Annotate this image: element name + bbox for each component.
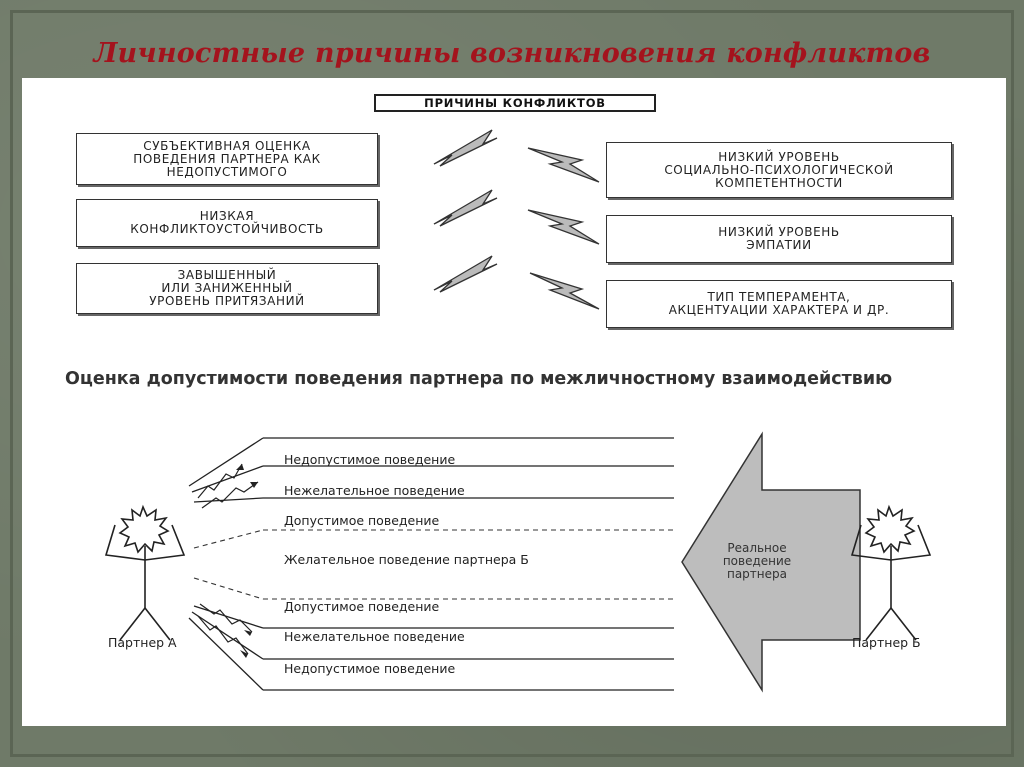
lightning-connector-left-1	[434, 130, 497, 166]
lightning-connector-left-2	[434, 190, 497, 226]
level-desirable: Желательное поведение партнера Б	[284, 552, 529, 567]
level-undesirable-bottom: Нежелательное поведение	[284, 629, 465, 644]
real-behavior-label: Реальное поведение партнера	[714, 542, 800, 581]
arrowhead-icon	[236, 464, 244, 470]
arrowhead-icon	[240, 650, 248, 658]
content-panel: ПРИЧИНЫ КОНФЛИКТОВ СУБЪЕКТИВНАЯ ОЦЕНКА П…	[22, 78, 1006, 726]
acceptable-boundary-line	[194, 578, 263, 599]
lightning-connector-right-3	[530, 273, 599, 309]
lightning-connector-right-1	[528, 148, 599, 182]
partner-b-label: Партнер Б	[852, 635, 921, 650]
assessment-title: Оценка допустимости поведения партнера п…	[65, 369, 925, 389]
partner-b-figure	[852, 507, 930, 640]
level-line	[194, 498, 263, 502]
level-acceptable-top: Допустимое поведение	[284, 513, 439, 528]
partner-a-head-icon	[120, 507, 168, 552]
lightning-connector-right-2	[528, 210, 599, 244]
lightning-connector-left-3	[434, 256, 497, 292]
level-line	[194, 606, 263, 628]
level-unacceptable-bottom: Недопустимое поведение	[284, 661, 455, 676]
partner-a-label: Партнер А	[108, 635, 177, 650]
conflict-arrow-icon	[198, 464, 242, 498]
level-acceptable-bottom: Допустимое поведение	[284, 599, 439, 614]
level-undesirable-top: Нежелательное поведение	[284, 483, 465, 498]
partner-b-head-icon	[866, 507, 914, 552]
level-line-bottom	[189, 618, 263, 690]
diagram-graphics	[22, 78, 1006, 726]
level-line	[192, 466, 263, 492]
partner-a-figure	[106, 507, 184, 640]
acceptable-boundary-line	[194, 530, 263, 548]
slide-title: Личностные причины возникновения конфлик…	[0, 38, 1024, 69]
level-line-top	[189, 438, 263, 486]
level-unacceptable-top: Недопустимое поведение	[284, 452, 455, 467]
